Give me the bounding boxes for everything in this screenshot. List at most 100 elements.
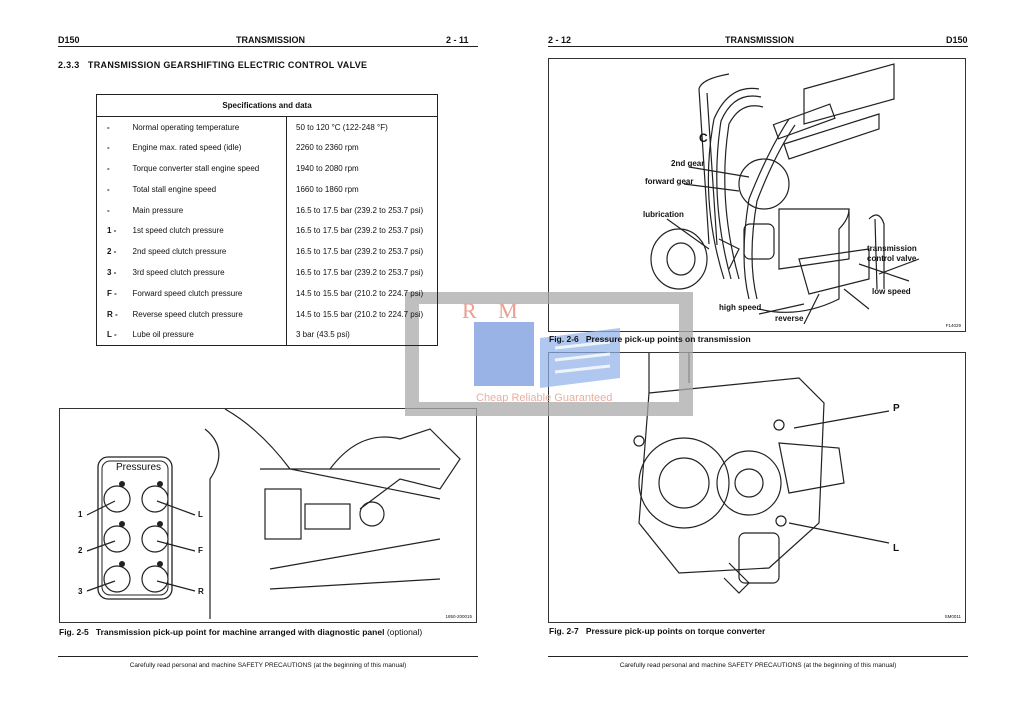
footer-rule: [548, 656, 968, 657]
label-control-valve: control valve: [867, 254, 917, 263]
caption-number: Fig. 2-5: [59, 627, 89, 637]
spec-marker: 3 -: [107, 267, 117, 277]
label-2nd-gear: 2nd gear: [671, 159, 705, 168]
header-rule: [548, 46, 968, 47]
callout-2: 2: [78, 546, 83, 555]
caption-number: Fig. 2-7: [549, 626, 579, 636]
figure-code: 1850-200015: [445, 614, 472, 619]
watermark-letters: R M: [462, 298, 526, 323]
spec-marker: F -: [107, 288, 117, 298]
header-rule: [58, 46, 478, 47]
label-low-speed: low speed: [872, 287, 911, 296]
spec-row: - Engine max. rated speed (idle) 2260 to 2…: [97, 137, 438, 159]
caption-note: (optional): [386, 627, 423, 637]
spec-value: 1660 to 1860 rpm: [296, 184, 359, 194]
spec-label: Reverse speed clutch pressure: [122, 303, 287, 325]
torque-converter-illustration: [633, 353, 890, 594]
header-section: TRANSMISSION: [236, 35, 306, 45]
spec-value: 1940 to 2080 rpm: [296, 163, 359, 173]
figure-2-6: C 2nd gear forward gear lubrication tran…: [548, 58, 966, 332]
figure-2-7: P L SM0011: [548, 352, 966, 623]
spec-value: 3 bar (43.5 psi): [296, 330, 350, 340]
caption-number: Fig. 2-6: [549, 334, 579, 344]
spec-label: 3rd speed clutch pressure: [122, 262, 287, 283]
figure-2-6-caption: Fig. 2-6 Pressure pick-up points on tran…: [549, 334, 751, 344]
spec-marker: R -: [107, 309, 118, 319]
spec-row: 3 - 3rd speed clutch pressure 16.5 to 17.5…: [97, 262, 438, 283]
spec-label: Main pressure: [122, 199, 287, 221]
spec-row: F - Forward speed clutch pressure 14.5 to …: [97, 282, 438, 304]
figure-2-7-caption: Fig. 2-7 Pressure pick-up points on torq…: [549, 626, 765, 636]
spec-row: L - Lube oil pressure 3 bar (43.5 psi): [97, 324, 438, 346]
spec-label: Normal operating temperature: [122, 116, 287, 138]
caption-text: Pressure pick-up points on transmission: [585, 334, 751, 344]
footer-text: Carefully read personal and machine SAFE…: [619, 662, 897, 669]
header-page-number: 2 - 12: [548, 35, 572, 45]
spec-value: 50 to 120 °C (122-248 °F): [296, 122, 388, 132]
spec-row: - Torque converter stall engine speed 1940…: [97, 158, 438, 179]
label-transmission: transmission: [867, 244, 917, 253]
header-section: TRANSMISSION: [725, 35, 795, 45]
label-c: C: [699, 131, 708, 145]
watermark-frame: [405, 292, 693, 416]
spec-row: 2 - 2nd speed clutch pressure 16.5 to 17.5…: [97, 241, 438, 263]
label-high-speed: high speed: [719, 303, 762, 312]
spec-label: Total stall engine speed: [122, 178, 287, 200]
spec-row: - Normal operating temperature 50 to 120 °…: [97, 116, 438, 138]
header-page-number: 2 - 11: [446, 35, 469, 45]
spec-row: - Total stall engine speed 1660 to 1860 rp…: [97, 178, 438, 200]
spec-row: R - Reverse speed clutch pressure 14.5 to …: [97, 303, 438, 325]
panel-title: Pressures: [116, 462, 162, 473]
label-l: L: [893, 543, 900, 554]
spec-label: 1st speed clutch pressure: [122, 220, 287, 242]
spec-marker: 2 -: [107, 247, 117, 257]
spec-marker: L -: [107, 330, 117, 340]
spec-value: 2260 to 2360 rpm: [296, 143, 359, 153]
figure-code: F14029: [945, 323, 961, 328]
figure-2-5: Pressures 1 2 3 L F R 1850-200015: [59, 408, 477, 623]
label-reverse: reverse: [775, 314, 804, 323]
footer-text: Carefully read personal and machine SAFE…: [129, 662, 407, 669]
spec-marker: -: [107, 205, 110, 215]
callout-3: 3: [78, 587, 83, 596]
callout-1: 1: [78, 510, 83, 519]
spec-marker: -: [107, 122, 110, 132]
spec-label: 2nd speed clutch pressure: [122, 241, 287, 263]
watermark-logo-icon: [474, 322, 620, 388]
spec-row: - Main pressure 16.5 to 17.5 bar (239.2 to…: [97, 199, 438, 221]
spec-marker: -: [107, 143, 110, 153]
caption-text: Pressure pick-up points on torque conver…: [585, 626, 766, 636]
spec-marker: 1 -: [107, 226, 117, 236]
label-p: P: [893, 403, 900, 414]
spec-value: 14.5 to 15.5 bar (210.2 to 224.7 psi): [296, 288, 424, 298]
figure-2-5-caption: Fig. 2-5 Transmission pick-up point for …: [59, 627, 422, 637]
spec-row: 1 - 1st speed clutch pressure 16.5 to 17.5…: [97, 220, 438, 242]
spec-marker: -: [107, 184, 110, 194]
header-model: D150: [58, 35, 80, 45]
label-forward-gear: forward gear: [645, 177, 694, 186]
callout-L: L: [198, 510, 203, 519]
spec-label: Forward speed clutch pressure: [122, 282, 287, 304]
figure-code: SM0011: [944, 614, 961, 619]
diagnostic-panel-illustration: [86, 409, 461, 619]
callout-R: R: [198, 587, 204, 596]
callout-F: F: [198, 546, 203, 555]
spec-value: 16.5 to 17.5 bar (239.2 to 253.7 psi): [296, 247, 424, 257]
section-title: 2.3.3 TRANSMISSION GEARSHIFTING ELECTRIC…: [58, 60, 368, 70]
watermark-tagline: Cheap Reliable Guaranteed: [476, 392, 613, 404]
header-model: D150: [946, 35, 968, 45]
spec-table: Specifications and data - Normal operatin…: [96, 94, 438, 346]
spec-value: 14.5 to 15.5 bar (210.2 to 224.7 psi): [296, 309, 424, 319]
spec-value: 16.5 to 17.5 bar (239.2 to 253.7 psi): [296, 267, 424, 277]
spec-label: Lube oil pressure: [122, 324, 287, 346]
spec-table-title: Specifications and data: [96, 94, 438, 117]
transmission-illustration: [650, 63, 920, 325]
footer-rule: [58, 656, 478, 657]
spec-label: Torque converter stall engine speed: [122, 158, 287, 179]
spec-value: 16.5 to 17.5 bar (239.2 to 253.7 psi): [296, 226, 424, 236]
label-lubrication: lubrication: [643, 210, 684, 219]
spec-marker: -: [107, 163, 110, 173]
caption-text: Transmission pick-up point for machine a…: [95, 627, 385, 637]
spec-label: Engine max. rated speed (idle): [122, 137, 287, 159]
spec-value: 16.5 to 17.5 bar (239.2 to 253.7 psi): [296, 205, 424, 215]
